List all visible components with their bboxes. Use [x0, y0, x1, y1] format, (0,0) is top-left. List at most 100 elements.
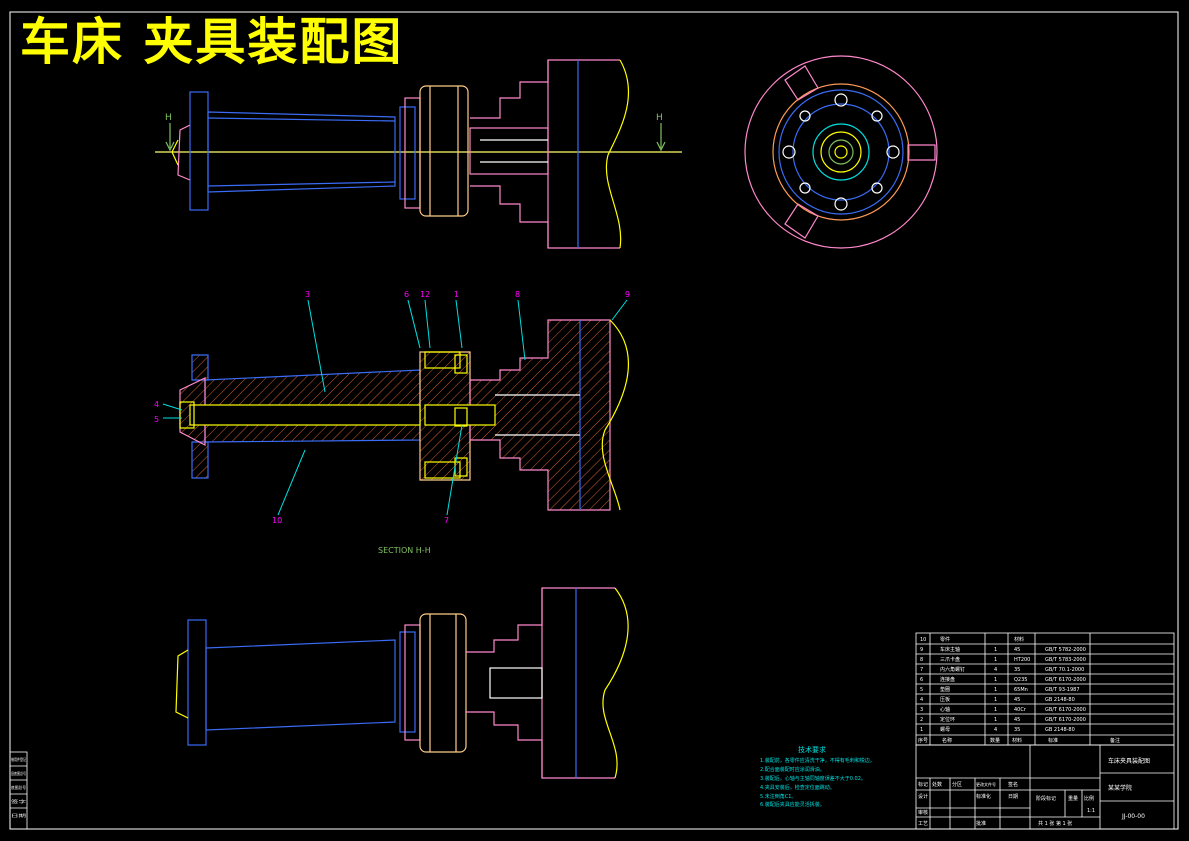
bom-cell-mat: 45: [1014, 717, 1020, 723]
side-table-cell: 借用件登记: [11, 756, 26, 762]
tech-req-line-3: 3.装配后，心轴与主轴同轴度误差不大于0.02。: [760, 775, 866, 782]
bom-cell-mat: 45: [1014, 647, 1020, 653]
side-table-cell: 日期: [11, 812, 26, 818]
tech-req-line-1: 1.装配前，各零件应清洗干净，不得有毛刺和锐边。: [760, 757, 875, 764]
bom-cell-name: 垫圈: [940, 686, 950, 693]
bom-cell-qty: 4: [994, 667, 997, 673]
tb-label-check: 审核: [918, 809, 928, 816]
bom-cell-std: GB 2148-80: [1045, 697, 1075, 703]
tech-req-line-6: 6.装配后夹具应能灵活拆装。: [760, 801, 825, 808]
tb-label-marks: 标记: [918, 781, 928, 788]
bottom-view: [175, 587, 629, 779]
bom-cell-std: GB/T 70.1-2000: [1045, 667, 1084, 673]
tech-requirements: 技术要求 1.装配前，各零件应清洗干净，不得有毛刺和锐边。 2.配合面装配时应涂…: [760, 745, 875, 808]
drawing-title: 车床 夹具装配图: [20, 13, 404, 71]
bom-cell-qty: 1: [994, 677, 997, 683]
balloon-9: 9: [625, 290, 630, 299]
bom-cell-name: 压板: [940, 696, 950, 703]
balloon-5: 5: [154, 415, 159, 424]
side-table-cell: 旧底图总号: [11, 770, 26, 776]
balloon-12: 12: [420, 290, 430, 299]
bom-cell-qty: 4: [994, 727, 997, 733]
bom-cell-no: 10: [920, 637, 926, 643]
section-view: [179, 319, 630, 511]
side-table-cell: 底图总号: [11, 784, 26, 790]
bom-cell-mat: 40Cr: [1014, 707, 1027, 713]
tb-label-zone: 分区: [952, 781, 962, 788]
tb-label-count: 处数: [932, 781, 942, 788]
bom-cell-name: 三爪卡盘: [940, 656, 960, 663]
bom-header-mat: 材料: [1012, 737, 1022, 744]
bom-table: [915, 632, 1175, 746]
balloon-10: 10: [272, 516, 282, 525]
tb-company: 某某学院: [1108, 784, 1132, 792]
side-table-cell: 签字: [11, 798, 26, 804]
bom-cell-qty: 1: [994, 687, 997, 693]
bom-cell-mat: 65Mn: [1014, 687, 1028, 693]
bom-cell-std: GB/T 93-1987: [1045, 687, 1080, 693]
bom-cell-qty: 1: [994, 657, 997, 663]
bom-cell-no: 6: [920, 677, 923, 683]
bom-cell-name: 内六角螺钉: [940, 666, 965, 673]
tb-sheet: 共 1 张 第 1 张: [1038, 820, 1072, 827]
bom-cell-mat: 35: [1014, 667, 1020, 673]
balloon-6: 6: [404, 290, 409, 299]
tb-label-ratio: 比例: [1084, 795, 1094, 802]
tb-drawing-no: JJ-00-00: [1121, 813, 1145, 820]
bom-cell-name: 车床主轴: [940, 646, 960, 653]
bom-cell-no: 9: [920, 647, 923, 653]
tb-label-design: 设计: [918, 793, 928, 800]
bom-cell-std: GB 2148-80: [1045, 727, 1075, 733]
tb-label-standardize: 标准化: [976, 793, 991, 800]
tech-req-line-4: 4.夹具安装后，检查定位面跳动。: [760, 784, 835, 791]
bom-cell-std: GB/T 6170-2000: [1045, 677, 1086, 683]
tb-label-date: 日期: [1008, 794, 1018, 800]
balloon-4: 4: [154, 400, 159, 409]
bom-cell-name: 定位环: [940, 716, 955, 723]
bom-cell-name: 心轴: [940, 706, 950, 713]
bom-cell-std: GB/T 5782-2000: [1045, 647, 1086, 653]
bom-cell-name: 连接盘: [940, 676, 955, 683]
bom-cell-no: 1: [920, 727, 923, 733]
end-view: [744, 55, 938, 249]
bom-cell-no: 7: [920, 667, 923, 673]
bom-cell-qty: 1: [994, 697, 997, 703]
balloon-1: 1: [454, 290, 459, 299]
tech-req-line-2: 2.配合面装配时应涂润滑油。: [760, 766, 825, 773]
bom-cell-mat: 45: [1014, 697, 1020, 703]
tech-req-line-5: 5.未注倒角C1。: [760, 793, 796, 800]
bom-cell-name: 零件: [940, 636, 950, 643]
tb-label-doc-no: 更改文件号: [976, 781, 996, 787]
bom-cell-std: GB/T 6170-2000: [1045, 707, 1086, 713]
bom-cell-no: 3: [920, 707, 923, 713]
bom-header-note: 备注: [1110, 737, 1120, 744]
balloon-8: 8: [515, 290, 520, 299]
section-label: SECTION H-H: [378, 546, 431, 555]
tb-label-process: 工艺: [918, 821, 928, 827]
tb-label-signature: 签名: [1008, 781, 1018, 788]
bom-cell-std: GB/T 5783-2000: [1045, 657, 1086, 663]
bom-cell-qty: 1: [994, 647, 997, 653]
bom-cell-no: 8: [920, 657, 923, 663]
tb-scale: 1:1: [1087, 808, 1095, 814]
bom-header-std: 标准: [1048, 737, 1058, 744]
bom-cell-no: 5: [920, 687, 923, 693]
tb-label-weight: 重量: [1068, 795, 1078, 802]
bom-header-name: 名称: [942, 737, 952, 744]
bom-header-qty: 数量: [990, 737, 1000, 744]
balloon-7: 7: [444, 516, 449, 525]
leader-lines: [162, 299, 628, 516]
bom-cell-no: 4: [920, 697, 923, 703]
bom-cell-no: 2: [920, 717, 923, 723]
bom-cell-std: GB/T 6170-2000: [1045, 717, 1086, 723]
drawing-border: [9, 11, 1179, 830]
tb-label-stage: 阶段标记: [1036, 795, 1056, 802]
bom-cell-mat: 材料: [1014, 636, 1024, 643]
section-mark-left: H: [165, 113, 172, 123]
bom-header-no: 序号: [918, 737, 928, 744]
top-view: [155, 59, 682, 249]
section-mark-right: H: [656, 113, 663, 123]
bom-cell-mat: 35: [1014, 727, 1020, 733]
